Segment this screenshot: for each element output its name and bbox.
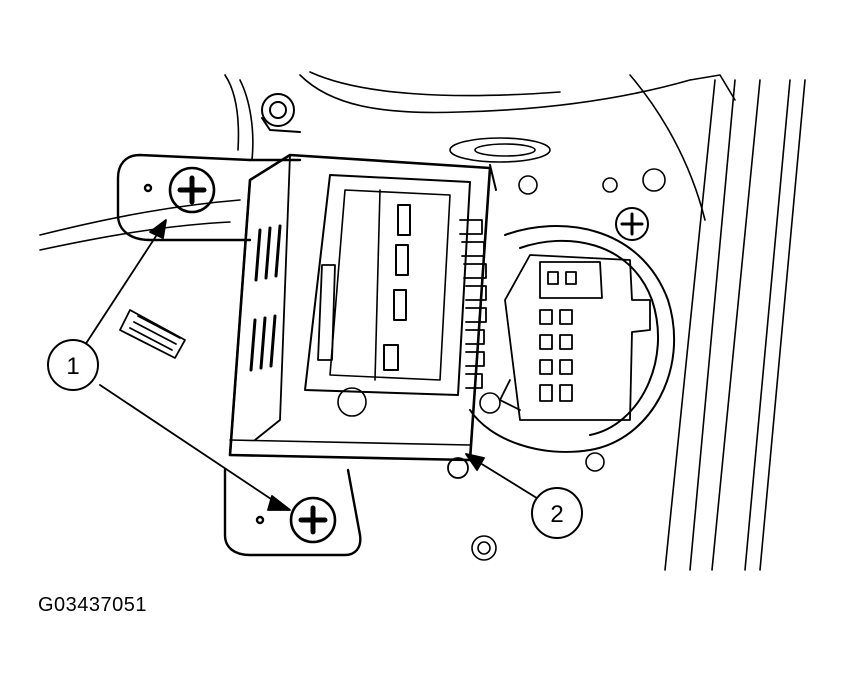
background-holes (337, 137, 666, 561)
phillips-screw-icon (289, 496, 337, 544)
callout-1: 1 (47, 339, 99, 391)
background-panel (39, 71, 806, 571)
callout-2: 2 (531, 487, 583, 539)
figure-id: G03437051 (38, 594, 148, 616)
mounting-bracket (116, 153, 362, 557)
secondary-connector (499, 254, 651, 421)
hex-bolt-icon (261, 93, 301, 133)
alignment-tab (119, 309, 186, 359)
callout-1-label: 1 (66, 353, 79, 380)
phillips-screw-icon (615, 207, 649, 241)
electrical-module (228, 153, 497, 462)
phillips-screw-icon (168, 166, 216, 214)
leader-lines (84, 219, 541, 511)
callout-2-label: 2 (550, 501, 563, 528)
tab-clip-icon (447, 457, 469, 479)
